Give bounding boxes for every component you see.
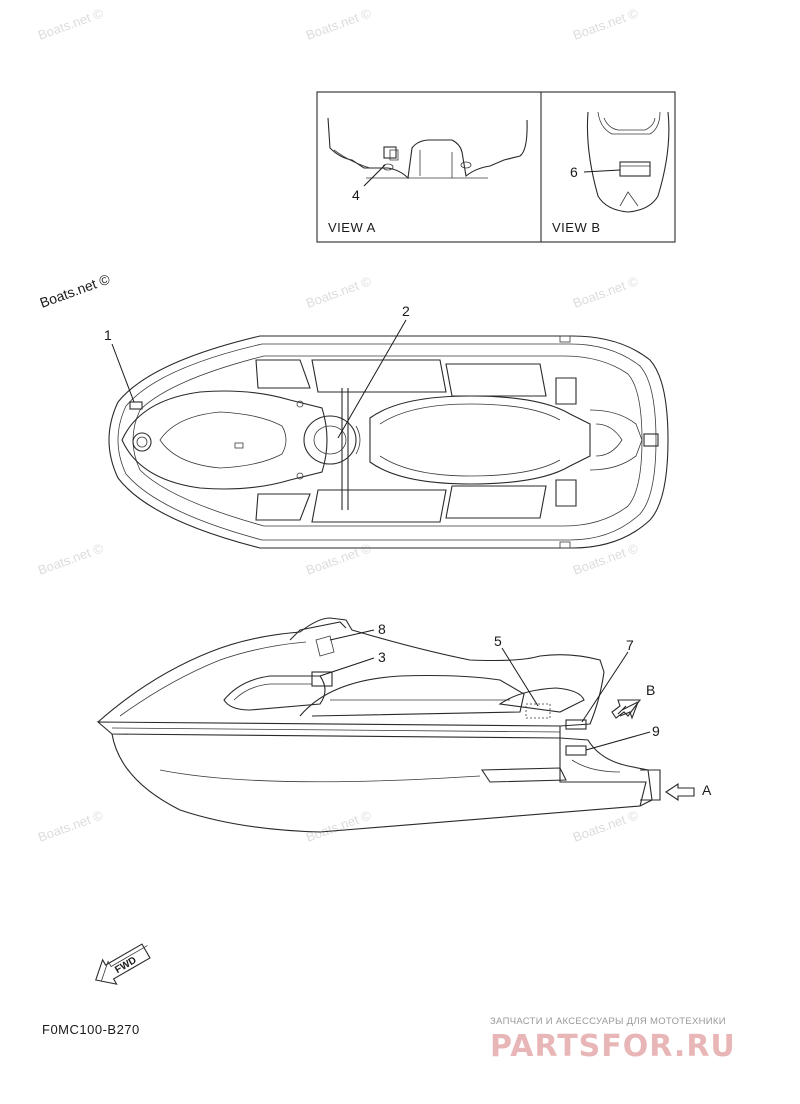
watermark-layer: Boats.net © Boats.net © Boats.net © Boat… xyxy=(36,5,641,845)
callout-9: 9 xyxy=(652,723,660,739)
brand-name: PARTSFOR.RU xyxy=(490,1029,736,1064)
watermark: Boats.net © xyxy=(571,5,641,43)
callout-8-leader xyxy=(329,629,375,641)
side-view-drawing: 8 3 5 7 9 B A xyxy=(96,617,712,833)
view-b-arrow-shape xyxy=(611,699,642,719)
label-1-box xyxy=(129,401,143,410)
watermark: Boats.net © xyxy=(571,807,641,845)
callout-1-leader xyxy=(111,343,135,403)
detail-views-box: 4 VIEW A 6 VIEW B xyxy=(316,91,676,243)
watermark: Boats.net © xyxy=(36,807,106,845)
watermark: Boats.net © xyxy=(571,540,641,578)
view-a-arrow-label: A xyxy=(702,782,712,798)
callout-6-leader xyxy=(583,169,621,173)
callout-5-leader xyxy=(501,647,539,707)
view-a-label-box xyxy=(383,146,397,159)
callout-8: 8 xyxy=(378,621,386,637)
views-frame xyxy=(316,91,676,243)
view-b-label-box xyxy=(619,161,651,177)
view-b-arrow-label: B xyxy=(646,682,655,698)
label-7-box xyxy=(565,719,587,730)
brand-tagline: ЗАПЧАСТИ И АКСЕССУАРЫ ДЛЯ МОТОТЕХНИКИ xyxy=(490,1016,726,1027)
callout-6: 6 xyxy=(570,164,578,180)
view-a-arrow xyxy=(665,782,695,802)
diagram-code: F0MC100-B270 xyxy=(42,1022,140,1037)
label-9-box xyxy=(565,745,587,756)
callout-5: 5 xyxy=(494,633,502,649)
top-view-drawing: 1 2 xyxy=(104,303,669,549)
callout-3: 3 xyxy=(378,649,386,665)
boats-net-stamp: Boats.net © xyxy=(38,270,113,310)
callout-1: 1 xyxy=(104,327,112,343)
watermark: Boats.net © xyxy=(304,273,374,311)
callout-2: 2 xyxy=(402,303,410,319)
watermark: Boats.net © xyxy=(304,5,374,43)
watermark: Boats.net © xyxy=(36,540,106,578)
view-b-arrow xyxy=(617,701,639,720)
watermark: Boats.net © xyxy=(36,5,106,43)
label-3-box xyxy=(311,671,333,687)
callout-4: 4 xyxy=(352,187,360,203)
view-a-label: VIEW A xyxy=(328,220,376,235)
view-a-drawing: 4 VIEW A xyxy=(327,117,528,235)
fwd-arrow: FWD xyxy=(95,943,151,985)
callout-7-leader xyxy=(581,651,629,723)
callout-7: 7 xyxy=(626,637,634,653)
callout-3-leader xyxy=(319,657,375,677)
label-5-box xyxy=(525,703,551,719)
rear-deck-hatch xyxy=(643,433,659,447)
view-b-label: VIEW B xyxy=(552,220,601,235)
callout-9-leader xyxy=(585,731,651,751)
watermark: Boats.net © xyxy=(304,540,374,578)
view-b-drawing: 6 VIEW B xyxy=(552,111,670,235)
callout-2-leader xyxy=(337,319,407,439)
watermark: Boats.net © xyxy=(304,807,374,845)
watermark: Boats.net © xyxy=(571,273,641,311)
callout-4-leader xyxy=(363,164,386,187)
